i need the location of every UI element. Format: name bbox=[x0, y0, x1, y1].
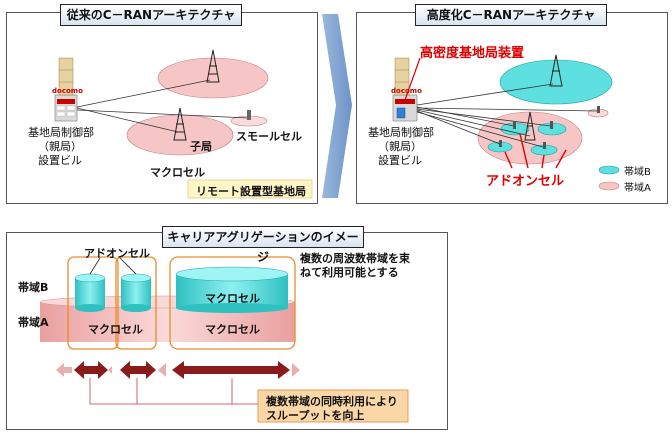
band-b-label: 帯域B bbox=[18, 281, 49, 294]
group-box-2 bbox=[115, 256, 157, 350]
macro-cell-label-2: マクロセル bbox=[205, 292, 260, 305]
macro-cell-label-3: マクロセル bbox=[205, 323, 260, 336]
macro-cell-label-1: マクロセル bbox=[88, 323, 143, 336]
band-a-label: 帯域A bbox=[18, 316, 49, 329]
left-small-antenna bbox=[247, 110, 251, 120]
legend-swatch-a bbox=[598, 181, 620, 191]
right-tower-top bbox=[549, 54, 563, 87]
macro-cell-label: マクロセル bbox=[150, 166, 205, 179]
arrow-light-left bbox=[56, 363, 72, 377]
arrow-dark-2 bbox=[120, 361, 156, 379]
left-building-sign: docomo bbox=[52, 87, 83, 95]
throughput-line-1: 複数帯域の同時利用により bbox=[266, 395, 398, 408]
note-line-1: 複数の周波数帯域を束 bbox=[300, 252, 410, 265]
left-tower-center bbox=[173, 107, 187, 141]
arrow-light-right bbox=[292, 363, 300, 377]
group-box-1 bbox=[67, 256, 119, 350]
left-panel-title: 従来のC－RANアーキテクチャ bbox=[60, 4, 242, 26]
note-box bbox=[296, 246, 426, 280]
right-building-label-2: （親局） bbox=[378, 140, 422, 153]
addon-label: アドオンセル bbox=[84, 247, 150, 260]
right-building-sign: docomo bbox=[391, 87, 422, 95]
left-tower-top bbox=[206, 49, 220, 83]
left-macro-cell-center bbox=[126, 114, 234, 156]
group-box-3 bbox=[169, 256, 296, 350]
throughput-box bbox=[257, 389, 409, 423]
macro-cylinder-b bbox=[175, 266, 289, 313]
right-building-label-1: 基地局制御部 bbox=[368, 126, 434, 139]
note-line-2: ねて利用可能とする bbox=[300, 266, 399, 279]
right-macro-band-b bbox=[499, 59, 613, 105]
left-building-label-2: （親局） bbox=[38, 140, 82, 153]
addon-cylinder-2 bbox=[120, 273, 152, 312]
arrow-dark-1 bbox=[74, 361, 108, 379]
high-density-label: 高密度基地局装置 bbox=[420, 46, 525, 61]
arrow-dark-3 bbox=[172, 361, 290, 379]
transition-arrow bbox=[322, 14, 352, 198]
arrow-light-mid2 bbox=[158, 363, 166, 377]
arrow-light-mid1 bbox=[108, 366, 112, 374]
legend-label-b: 帯域B bbox=[624, 167, 651, 178]
right-building-label-3: 設置ビル bbox=[378, 154, 422, 167]
addon-cell-label: アドオンセル bbox=[486, 174, 565, 189]
legend-label-a: 帯域A bbox=[624, 183, 651, 194]
remote-label: リモート設置型基地局 bbox=[196, 185, 306, 198]
throughput-line-2: スループットを向上 bbox=[266, 409, 365, 422]
addon-cylinder-1 bbox=[74, 273, 106, 312]
legend-swatch-b bbox=[598, 165, 620, 175]
small-cell-label: スモールセル bbox=[236, 130, 302, 143]
bottom-panel-title: キャリアアグリゲーションのイメージ bbox=[162, 226, 364, 264]
right-panel-title: 高度化C－RANアーキテクチャ bbox=[415, 4, 607, 26]
throughput-arrows bbox=[56, 361, 300, 379]
left-macro-cell-top bbox=[157, 57, 269, 99]
remote-label-box bbox=[187, 179, 313, 199]
right-tower-center bbox=[524, 111, 536, 141]
child-station-label: 子局 bbox=[190, 140, 212, 153]
right-macro-band-a bbox=[477, 111, 583, 165]
left-building-label-1: 基地局制御部 bbox=[28, 126, 94, 139]
left-building-label-3: 設置ビル bbox=[38, 154, 82, 167]
